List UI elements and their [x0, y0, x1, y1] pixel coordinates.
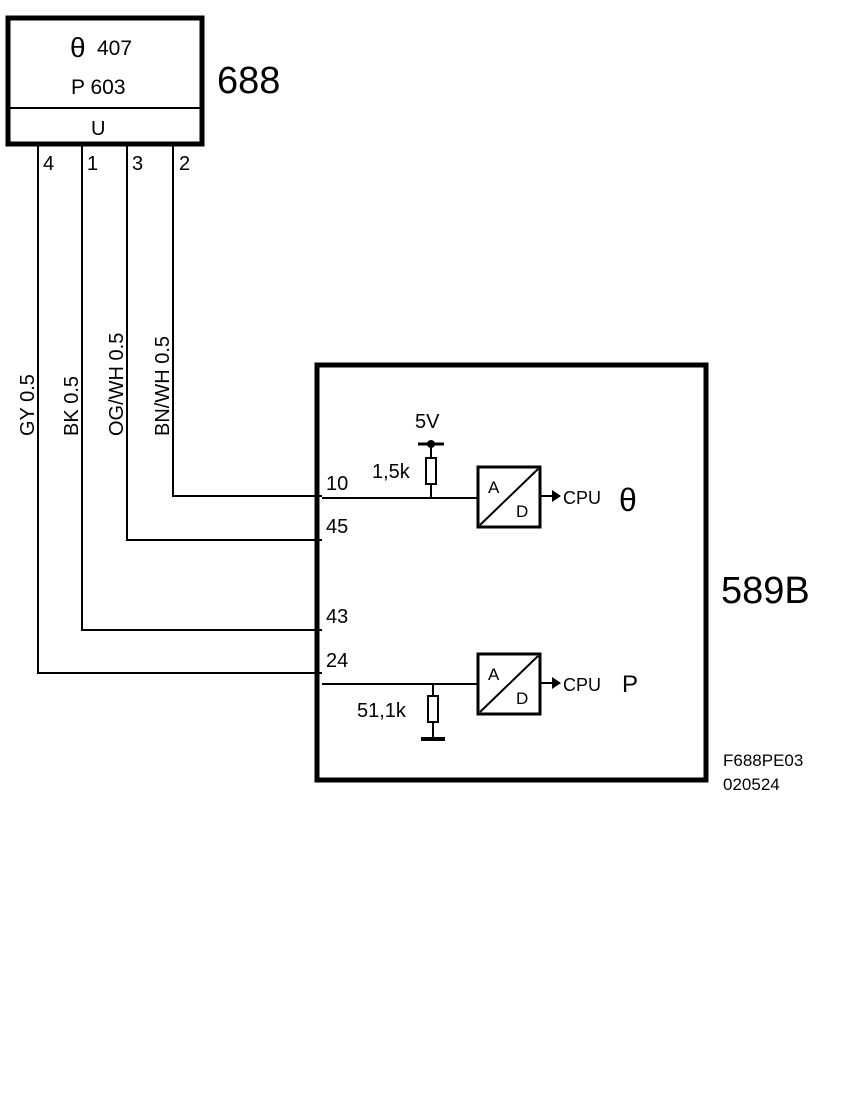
cpu-theta-symbol: θ: [619, 482, 637, 518]
wire-label-og-wh: OG/WH 0.5: [106, 333, 128, 436]
ecu-589b-box: [314, 362, 709, 783]
wire-label-bk: BK 0.5: [61, 376, 83, 436]
sensor-688-box: [5, 15, 205, 147]
sensor-pin-3: 3: [132, 153, 143, 175]
wire-bn-wh: [172, 144, 322, 497]
wire-gy: [37, 144, 322, 674]
adc-p-d: D: [516, 689, 528, 708]
arrow-theta-head: [552, 490, 561, 502]
sensor-ref-label: 688: [217, 60, 280, 102]
adc-theta-d: D: [516, 502, 528, 521]
wire-label-gy: GY 0.5: [17, 374, 39, 436]
sensor-pin-4: 4: [43, 153, 54, 175]
sensor-u-label: U: [91, 118, 105, 140]
sensor-pin-1: 1: [87, 153, 98, 175]
ecu-pin-43: 43: [326, 606, 348, 628]
supply-node: [427, 440, 435, 448]
adc-p-a: A: [488, 665, 500, 684]
cpu-p-symbol: P: [622, 671, 638, 698]
ecu-pin-24: 24: [326, 650, 348, 672]
adc-theta-diagonal: [479, 468, 539, 526]
sensor-theta-symbol: θ: [70, 32, 86, 63]
wire-og-wh: [126, 144, 322, 541]
sensor-theta-code: 407: [97, 37, 132, 60]
pulldown-resistor: [427, 695, 439, 723]
pullup-resistor: [425, 457, 437, 485]
cpu-theta-label: CPU: [563, 488, 601, 508]
ecu-ref-label: 589B: [721, 570, 810, 612]
adc-p-diagonal: [479, 655, 539, 713]
arrow-p-head: [552, 677, 561, 689]
supply-voltage-label: 5V: [415, 411, 440, 433]
diagram-date: 020524: [723, 775, 780, 794]
adc-theta-a: A: [488, 478, 500, 497]
ecu-pin-45: 45: [326, 516, 348, 538]
cpu-p-label: CPU: [563, 675, 601, 695]
diagram-code: F688PE03: [723, 751, 803, 770]
wire-label-bn-wh: BN/WH 0.5: [152, 336, 174, 436]
pulldown-value-label: 51,1k: [357, 700, 407, 722]
sensor-pin-2: 2: [179, 153, 190, 175]
sensor-p-label: P 603: [71, 76, 126, 99]
wire-bk: [81, 144, 322, 631]
ecu-pin-10: 10: [326, 473, 348, 495]
pullup-value-label: 1,5k: [372, 461, 411, 483]
